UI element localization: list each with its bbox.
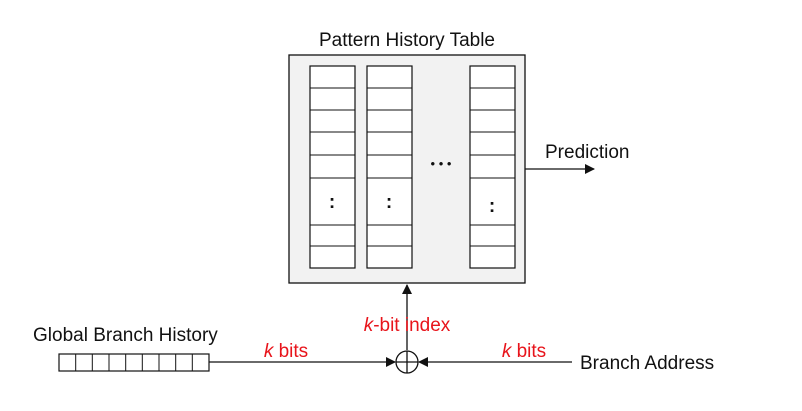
- ghr-label: Global Branch History: [33, 325, 218, 346]
- pht-title: Pattern History Table: [319, 30, 495, 51]
- pht-column-1-dots: :: [329, 192, 335, 213]
- global-branch-history-register: [58, 353, 210, 372]
- prediction-label: Prediction: [545, 142, 630, 163]
- xor-icon: [395, 350, 419, 374]
- pht-column-1: [309, 65, 356, 269]
- pht-column-last: [469, 65, 516, 269]
- pht-column-2: [366, 65, 413, 269]
- pht-ellipsis: • • •: [431, 156, 452, 171]
- pht-column-last-dots: :: [489, 196, 495, 217]
- pht-column-2-dots: :: [386, 192, 392, 213]
- branch-address-label: Branch Address: [580, 353, 714, 374]
- index-label: k-bit index: [364, 315, 451, 336]
- ghr-bits-label: k bits: [264, 341, 308, 362]
- address-bits-label: k bits: [502, 341, 546, 362]
